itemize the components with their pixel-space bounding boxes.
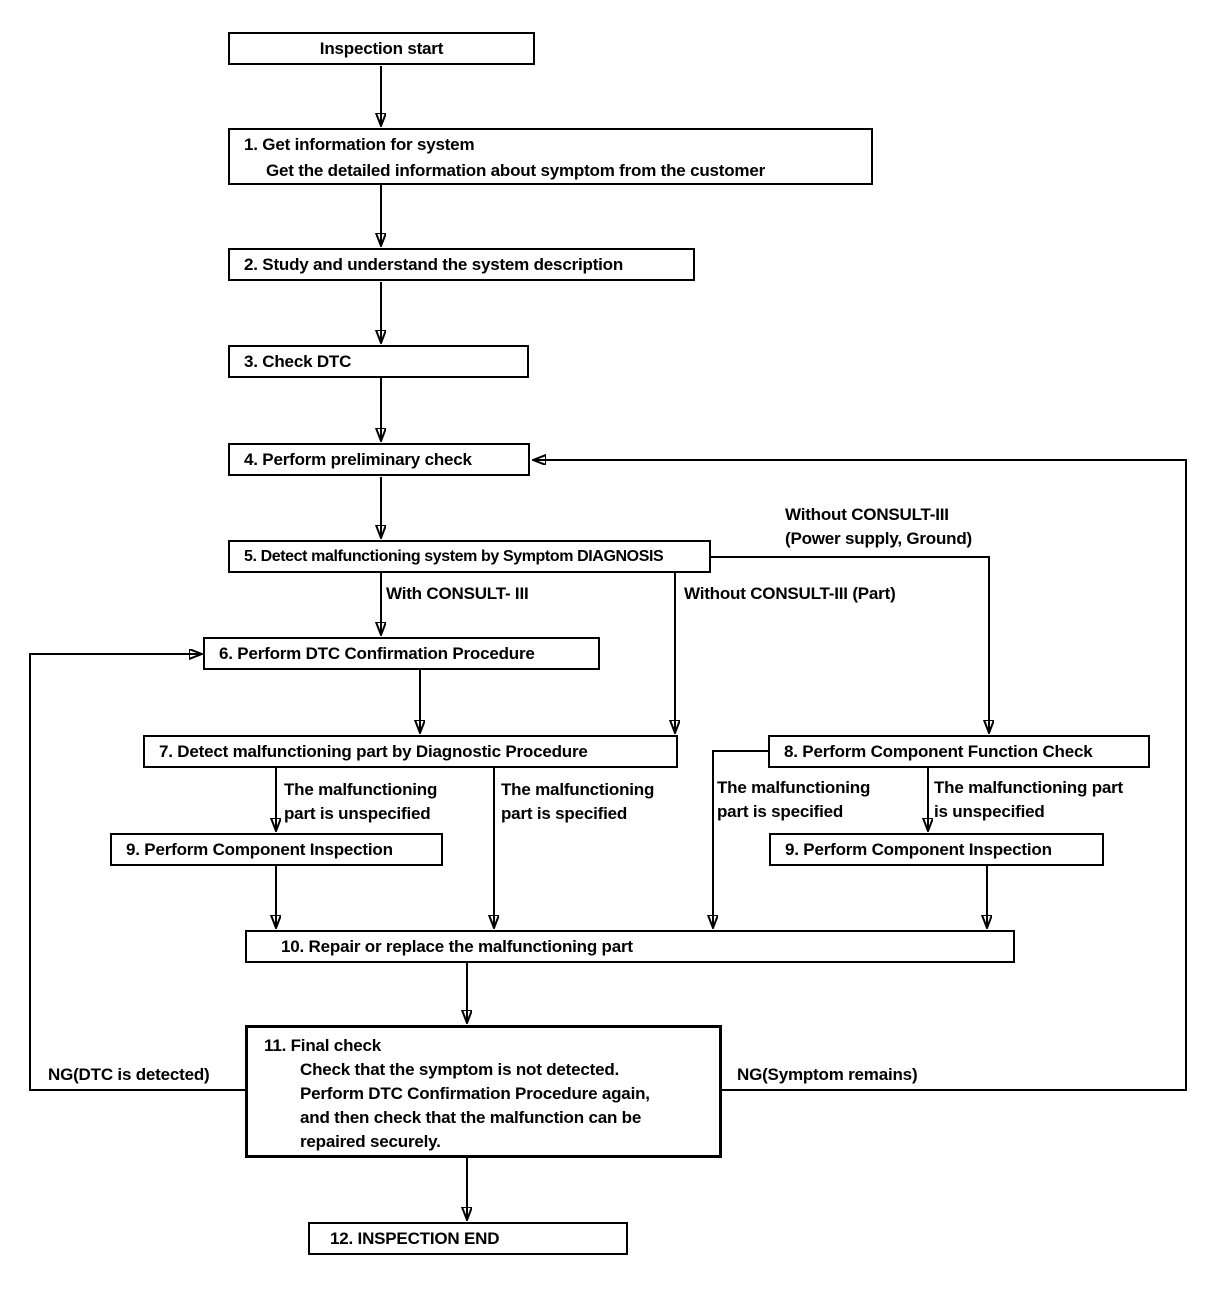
node-inspection-start: Inspection start <box>228 32 535 65</box>
edge-label-part-unspecified-left: The malfunctioning part is unspecified <box>284 778 437 826</box>
edge-label-line: (Power supply, Ground) <box>785 529 973 548</box>
node-label-line: repaired securely. <box>300 1132 441 1151</box>
node-label: 12. INSPECTION END <box>330 1229 500 1248</box>
node-2-study-system-description: 2. Study and understand the system descr… <box>228 248 695 281</box>
node-label: 4. Perform preliminary check <box>244 450 472 469</box>
node-12-inspection-end: 12. INSPECTION END <box>308 1222 628 1255</box>
node-9-component-inspection-right: 9. Perform Component Inspection <box>769 833 1104 866</box>
edge-label-part-unspecified-right: The malfunctioning part is unspecified <box>934 776 1123 824</box>
node-label-line: Get the detailed information about sympt… <box>266 161 765 180</box>
node-3-check-dtc: 3. Check DTC <box>228 345 529 378</box>
node-4-preliminary-check: 4. Perform preliminary check <box>228 443 530 476</box>
node-label-line: 1. Get information for system <box>244 135 475 154</box>
node-8-component-function-check: 8. Perform Component Function Check <box>768 735 1150 768</box>
node-1-get-information: 1. Get information for system Get the de… <box>228 128 873 185</box>
node-label: 5. Detect malfunctioning system by Sympt… <box>244 548 664 565</box>
edge-label-line: Without CONSULT-III <box>785 505 949 524</box>
edge-label-line: The malfunctioning part <box>934 778 1124 797</box>
edge-label-line: part is unspecified <box>284 804 431 823</box>
edge-label-without-consult-iii-power: Without CONSULT-III (Power supply, Groun… <box>785 503 972 551</box>
connector-11-to-4-ng-symptom <box>534 460 1187 1091</box>
node-label: 3. Check DTC <box>244 352 352 371</box>
node-label: 7. Detect malfunctioning part by Diagnos… <box>159 742 588 761</box>
node-label-line: 11. Final check <box>264 1036 382 1055</box>
edge-label-line: is unspecified <box>934 802 1045 821</box>
node-9-component-inspection-left: 9. Perform Component Inspection <box>110 833 443 866</box>
node-label: 9. Perform Component Inspection <box>785 840 1052 859</box>
edge-label-ng-symptom-remains: NG(Symptom remains) <box>737 1063 918 1087</box>
edge-label-line: The malfunctioning <box>284 780 438 799</box>
connector-11-to-6-ng-dtc <box>29 654 245 1091</box>
node-label: 10. Repair or replace the malfunctioning… <box>281 937 633 956</box>
node-label-line: Perform DTC Confirmation Procedure again… <box>300 1084 650 1103</box>
node-label-line: and then check that the malfunction can … <box>300 1108 642 1127</box>
edge-label-with-consult-iii: With CONSULT- III <box>386 582 529 606</box>
connector-5-to-8-without-consult-power <box>711 556 989 732</box>
node-label-line: Check that the symptom is not detected. <box>300 1060 620 1079</box>
edge-label-ng-dtc-detected: NG(DTC is detected) <box>48 1063 210 1087</box>
node-10-repair-or-replace: 10. Repair or replace the malfunctioning… <box>245 930 1015 963</box>
node-7-detect-malfunctioning-part: 7. Detect malfunctioning part by Diagnos… <box>143 735 678 768</box>
node-6-dtc-confirmation-procedure: 6. Perform DTC Confirmation Procedure <box>203 637 600 670</box>
node-label: Inspection start <box>319 39 444 58</box>
node-label: 6. Perform DTC Confirmation Procedure <box>219 644 535 663</box>
node-5-detect-malfunctioning-system: 5. Detect malfunctioning system by Sympt… <box>228 540 711 573</box>
edge-label-line: part is specified <box>501 804 628 823</box>
edge-label-part-specified-left: The malfunctioning part is specified <box>501 778 654 826</box>
node-11-final-check: 11. Final check Check that the symptom i… <box>245 1025 722 1158</box>
node-label: 9. Perform Component Inspection <box>126 840 393 859</box>
node-label: 8. Perform Component Function Check <box>784 742 1093 761</box>
edge-label-part-specified-right: The malfunctioning part is specified <box>717 776 870 824</box>
node-label: 2. Study and understand the system descr… <box>244 255 624 274</box>
edge-label-line: The malfunctioning <box>717 778 871 797</box>
connector-8-to-10 <box>713 750 768 927</box>
edge-label-without-consult-iii-part: Without CONSULT-III (Part) <box>684 582 896 606</box>
edge-label-line: The malfunctioning <box>501 780 655 799</box>
edge-label-line: part is specified <box>717 802 844 821</box>
